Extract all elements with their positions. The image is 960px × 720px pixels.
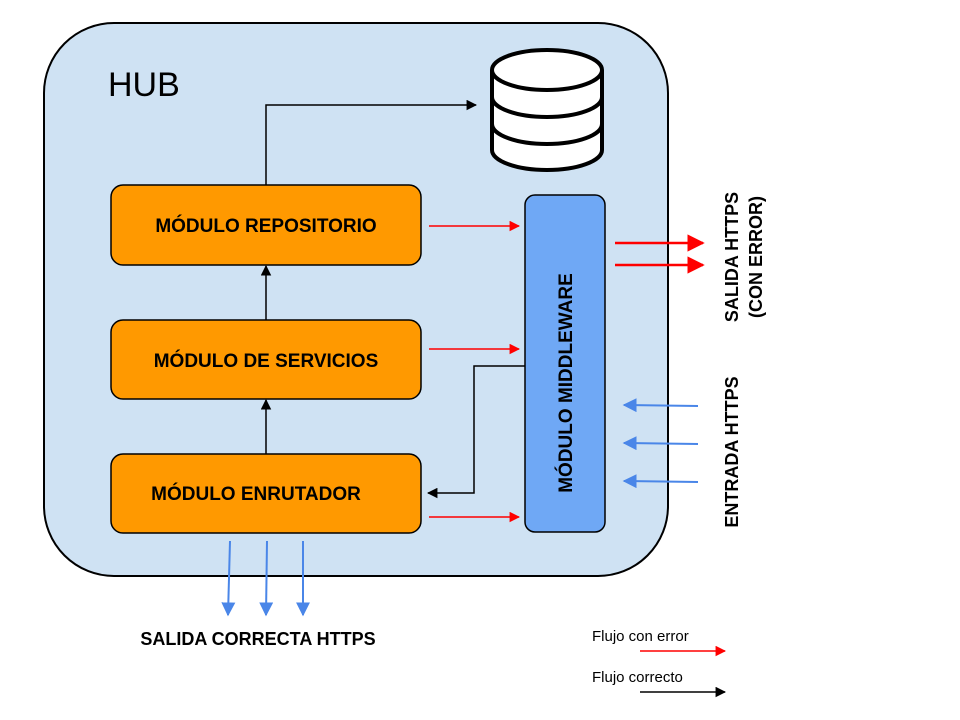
middleware-to-router-arrow (426, 365, 525, 499)
repository-to-database-arrow (265, 99, 478, 185)
legend-correct-flow-label: Flujo correcto (592, 669, 683, 686)
database-icon (490, 48, 604, 172)
legend-error-flow-label: Flujo con error (592, 628, 689, 645)
hub-title: HUB (108, 66, 180, 104)
https-input-arrow-2 (622, 436, 699, 451)
middleware-module-label: MÓDULO MIDDLEWARE (555, 273, 577, 493)
correct-output-arrow-2 (259, 540, 274, 617)
services-module-label: MÓDULO DE SERVICIOS (154, 350, 379, 372)
router-module-label: MÓDULO ENRUTADOR (151, 483, 361, 505)
error-output-label-line2: (CON ERROR) (746, 196, 766, 318)
correct-output-arrow-1 (221, 540, 236, 617)
middleware-module-box (524, 194, 606, 533)
https-input-arrow-1 (622, 398, 699, 413)
https-input-label: ENTRADA HTTPS (722, 376, 742, 527)
https-input-arrow-3 (622, 474, 699, 489)
error-output-label-line1: SALIDA HTTPS (722, 192, 742, 322)
repository-module-label: MÓDULO REPOSITORIO (155, 215, 376, 237)
correct-output-label: SALIDA CORRECTA HTTPS (140, 629, 375, 649)
